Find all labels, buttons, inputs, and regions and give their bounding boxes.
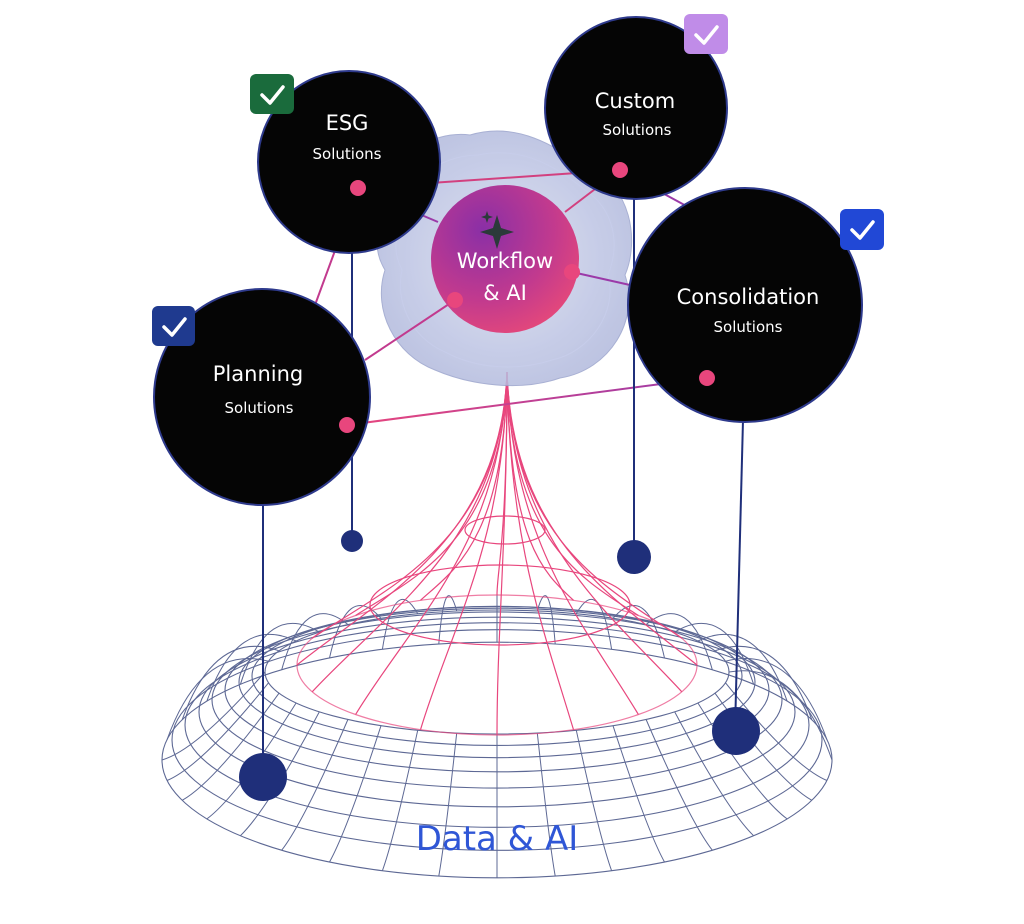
check-icon [260,85,285,105]
torus-mesh [161,594,833,879]
pins [239,170,760,801]
node-subtitle: Solutions [313,145,382,163]
node-planning[interactable]: Planning Solutions [152,288,371,506]
hub-workflow-ai[interactable]: Workflow & AI [431,185,579,333]
node-title: ESG [326,111,369,135]
node-subtitle: Solutions [225,399,294,417]
node-subtitle: Solutions [603,121,672,139]
pin-dot [617,540,651,574]
connector-hub-consolidation [571,271,631,286]
sparkle-icon [480,211,514,249]
connector-hub-planning [364,299,456,361]
node-consolidation[interactable]: Consolidation Solutions [627,187,884,423]
node-title: Custom [595,89,675,113]
node-custom[interactable]: Custom Solutions [544,14,728,200]
connector-planning-consolidation [346,377,708,426]
connector-dots [339,162,715,433]
esg-badge [250,74,294,114]
node-esg[interactable]: ESG Solutions [250,70,441,254]
check-icon [850,220,875,240]
node-title: Consolidation [677,285,820,309]
pin-dot [341,530,363,552]
consolidation-badge [840,209,884,250]
funnel-mesh [296,371,698,736]
custom-badge [684,14,728,54]
pin-dot [239,753,287,801]
node-subtitle: Solutions [714,318,783,336]
pin-dot [712,707,760,755]
check-icon [162,317,187,337]
hub-line2: & AI [483,281,527,305]
node-title: Planning [213,362,303,386]
hub-line1: Workflow [457,249,553,273]
planning-badge [152,306,195,346]
check-icon [694,25,719,45]
base-label: Data & AI [416,819,579,859]
